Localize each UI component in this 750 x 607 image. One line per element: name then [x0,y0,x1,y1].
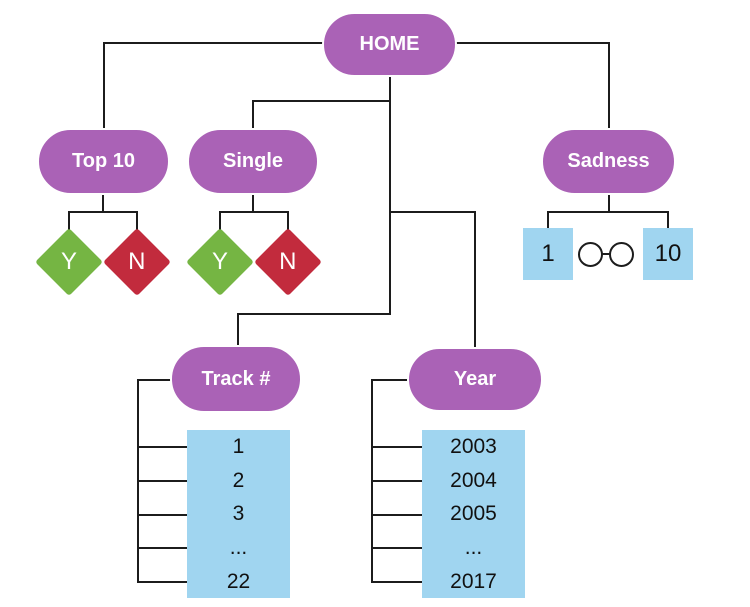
list-item: 2 [232,468,245,492]
sadness-max-label: 10 [654,240,682,267]
connector [389,211,476,213]
scale-link [596,253,616,255]
connector [137,581,187,583]
connector [237,313,239,347]
top10-no-label: N [128,248,146,275]
connector [137,379,173,381]
connector [474,211,476,351]
connector [371,547,422,549]
node-track-label: Track # [201,367,271,390]
connector [103,42,105,128]
node-sadness: Sadness [541,128,676,195]
sadness-scale-max: 10 [643,228,693,280]
node-top10: Top 10 [37,128,170,195]
single-no-diamond: N [254,228,322,296]
connector [608,42,610,128]
single-yes-diamond: Y [186,228,254,296]
connector [547,211,549,230]
connector [219,211,221,230]
connector [68,211,70,230]
connector [667,211,669,230]
top10-yes-label: Y [60,247,78,275]
connector [137,480,187,482]
node-home: HOME [322,12,457,77]
connector [252,193,254,212]
connector [103,42,323,44]
node-sadness-label: Sadness [567,150,650,172]
list-item: 1 [232,435,245,459]
list-item: 2017 [450,569,497,593]
connector [371,480,422,482]
connector [237,313,391,315]
top10-yes-diamond: Y [35,228,103,296]
single-no-label: N [279,248,297,275]
list-item: 2004 [450,468,497,492]
connector [137,514,187,516]
connector [371,446,422,448]
connector [219,211,289,213]
track-options-list: 1 2 3 ... 22 [187,430,290,598]
node-home-label: HOME [359,33,420,55]
connector [68,211,138,213]
connector [371,514,422,516]
connector [371,581,422,583]
list-item: ... [464,536,483,560]
list-item: 3 [232,502,245,526]
connector [371,379,409,381]
node-single: Single [187,128,319,195]
list-item: 2005 [450,502,497,526]
sadness-scale-min: 1 [523,228,573,280]
connector [287,211,289,230]
connector [389,70,391,315]
connector [137,547,187,549]
connector [102,193,104,212]
connector [252,100,391,102]
connector [455,42,610,44]
connector [137,446,187,448]
list-item: 22 [226,569,251,593]
connector [547,211,669,213]
year-options-list: 2003 2004 2005 ... 2017 [422,430,525,598]
list-item: 2003 [450,435,497,459]
sadness-min-label: 1 [541,240,555,267]
node-top10-label: Top 10 [72,150,135,172]
node-single-label: Single [222,150,283,172]
list-item: ... [229,536,248,560]
single-yes-label: Y [211,247,229,275]
top10-no-diamond: N [103,228,171,296]
node-year: Year [407,347,543,412]
connector [252,100,254,130]
connector [136,211,138,230]
connector [608,193,610,212]
node-track: Track # [170,345,302,413]
scale-dot-icon [609,242,634,267]
node-year-label: Year [453,368,497,390]
scale-dot-icon [578,242,603,267]
